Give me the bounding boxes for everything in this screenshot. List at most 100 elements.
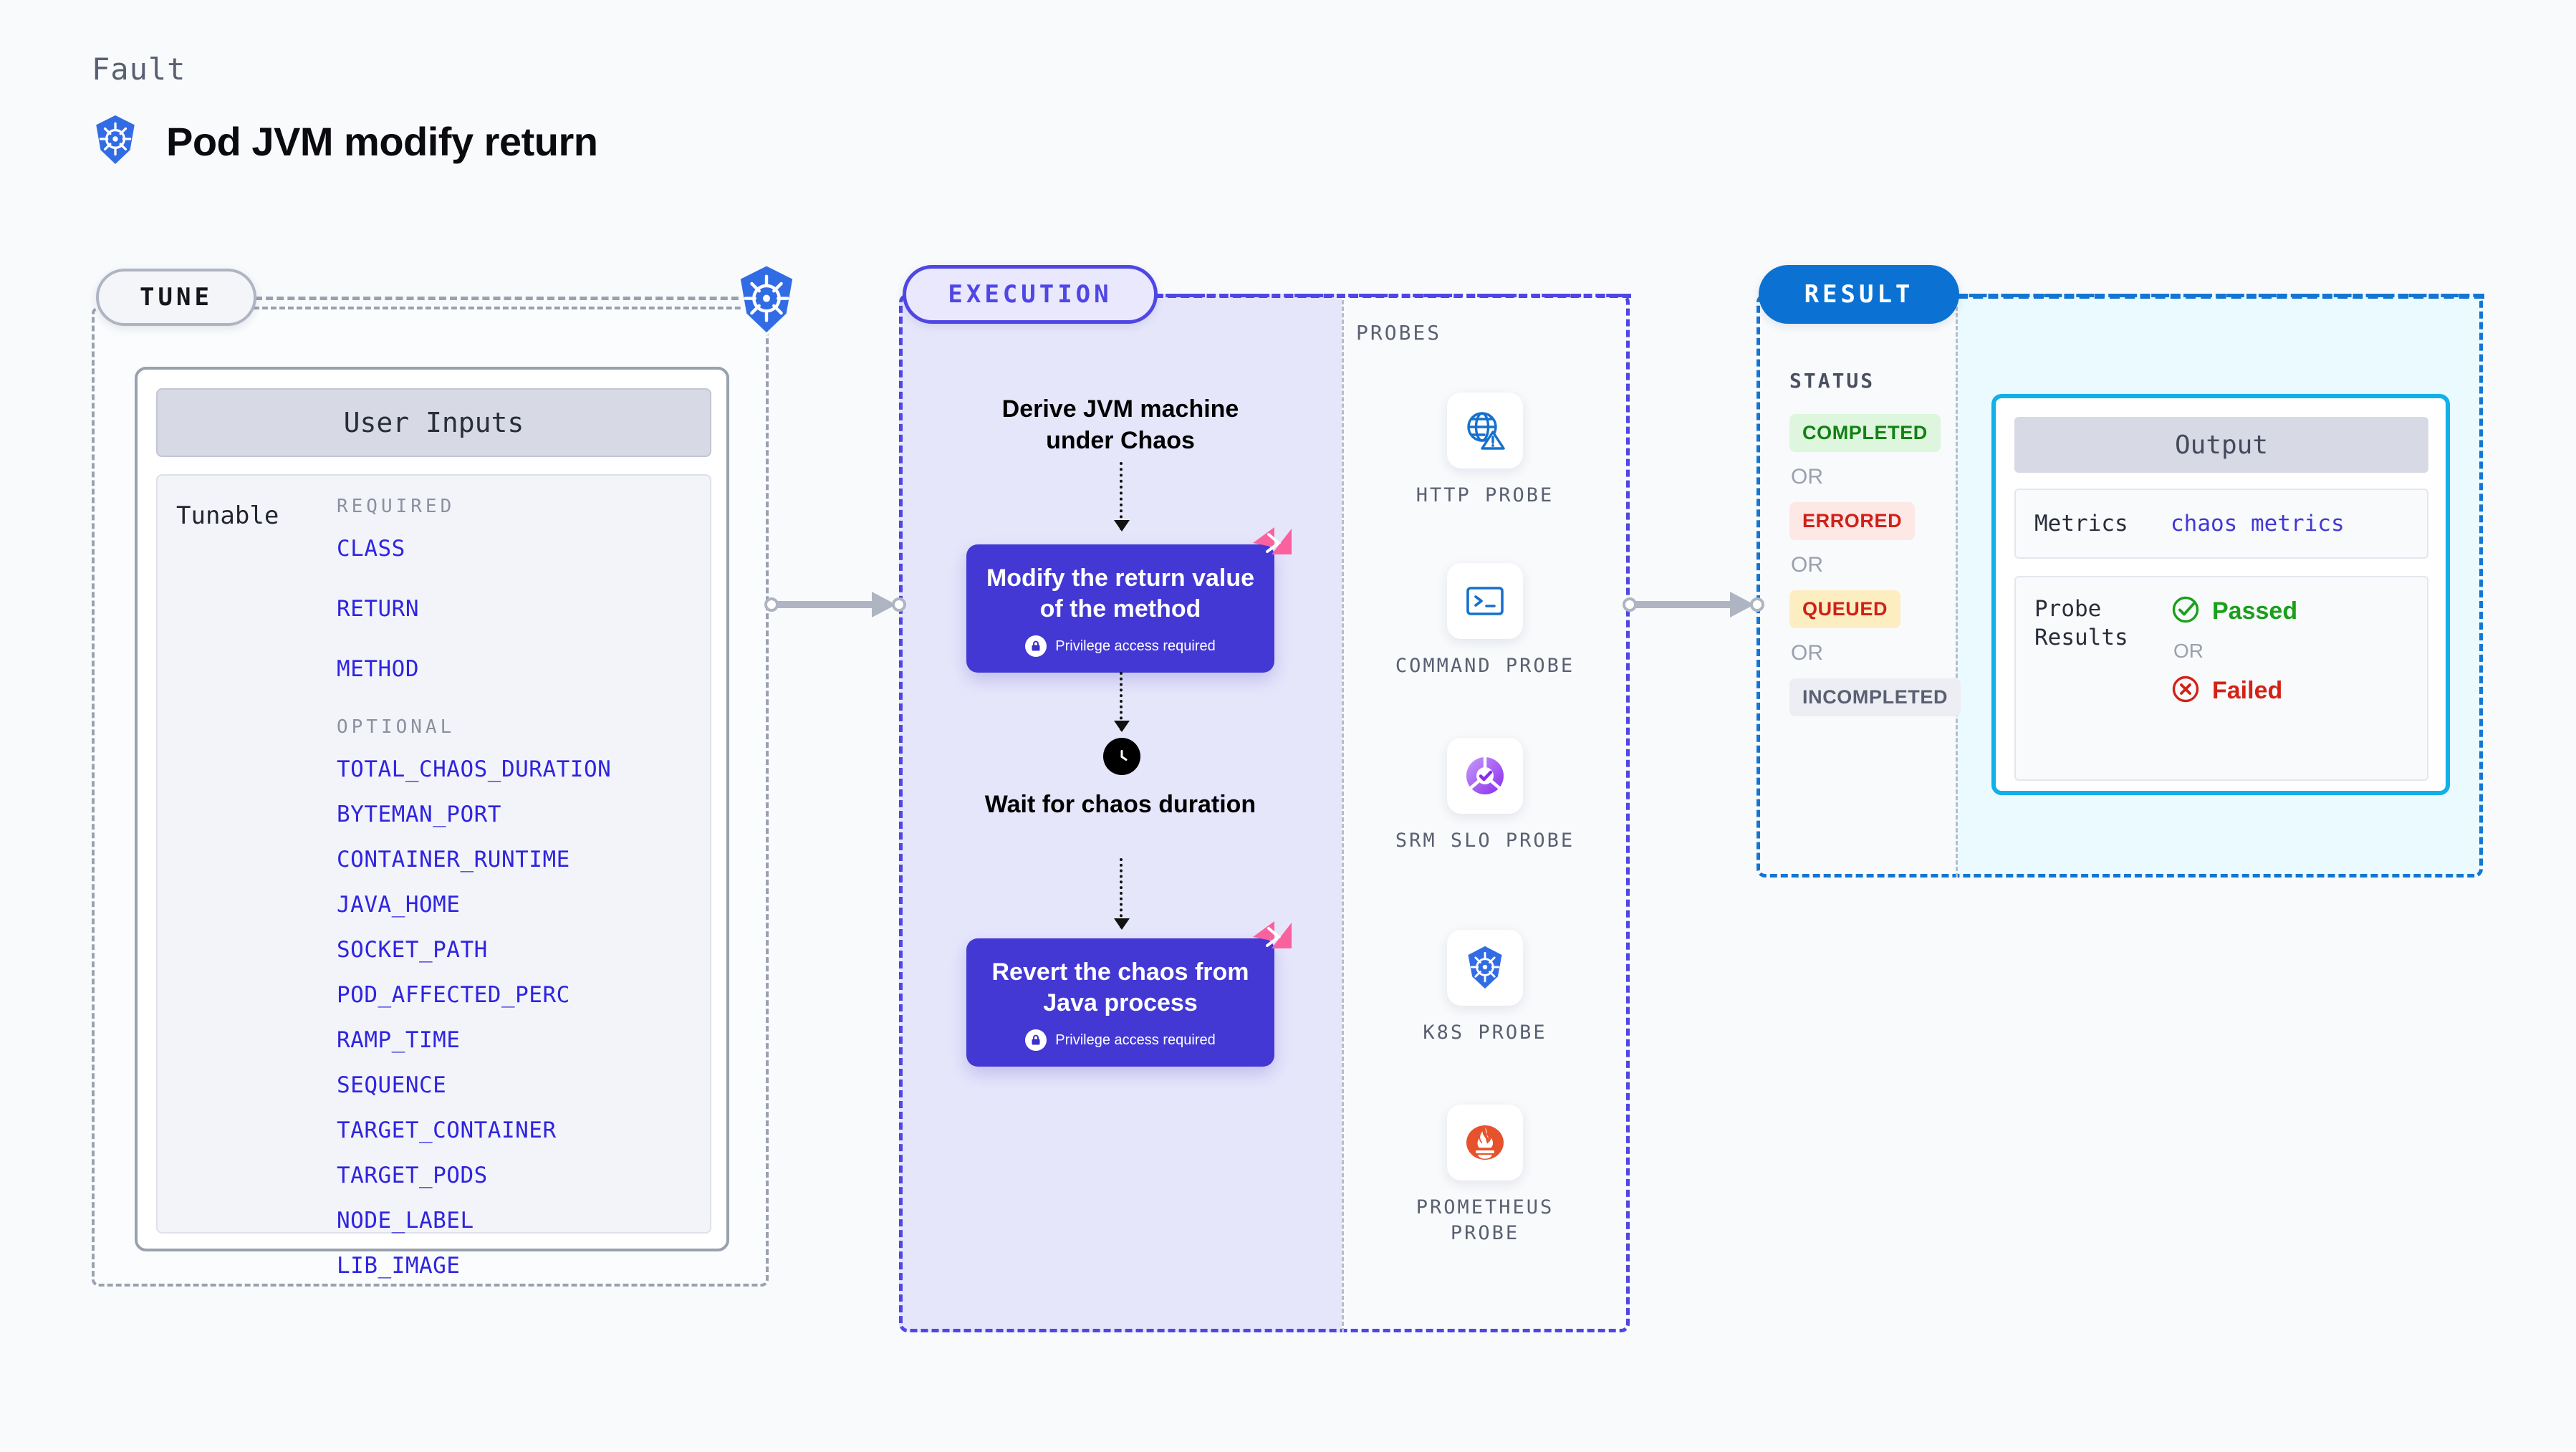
privilege-text-2: Privilege access required [1055,1032,1216,1048]
probe-result-or: OR [2173,640,2203,662]
tune-to-execution-connector [764,592,906,617]
lock-icon [1025,1029,1047,1051]
param-java-home[interactable]: JAVA_HOME [337,892,461,918]
probes-divider [1342,294,1344,1332]
output-metrics-value[interactable]: chaos metrics [2171,511,2345,537]
litmus-badge-icon [1250,526,1294,567]
output-metrics-row: Metrics chaos metrics [2014,489,2428,559]
probe-http[interactable]: HTTP PROBE [1378,393,1592,509]
param-sequence[interactable]: SEQUENCE [337,1072,447,1098]
param-lib-image[interactable]: LIB_IMAGE [337,1253,461,1279]
tunable-label: Tunable [176,501,279,530]
privilege-text-1: Privilege access required [1055,638,1216,654]
probe-result-failed: Failed [2171,674,2297,708]
slo-gauge-icon [1447,738,1523,814]
result-lead-line [1958,294,2484,299]
required-group-label: REQUIRED [337,496,456,517]
status-badge-errored: ERRORED [1789,502,1916,540]
page-title-text: Pod JVM modify return [166,119,598,164]
param-node-label[interactable]: NODE_LABEL [337,1208,474,1234]
probe-result-values: Passed OR Failed [2171,595,2297,762]
probe-k8s-label: K8S PROBE [1423,1021,1547,1044]
wait-chaos-label: Wait for chaos duration [984,791,1256,818]
kubernetes-icon [1447,930,1523,1006]
clock-icon [1103,738,1140,775]
probe-prometheus[interactable]: PROMETHEUS PROBE [1378,1105,1592,1247]
globe-warning-icon [1447,393,1523,468]
x-circle-icon [2171,674,2201,708]
optional-group-label: OPTIONAL [337,716,456,738]
probe-srm-slo[interactable]: SRM SLO PROBE [1378,738,1592,854]
revert-chaos-node[interactable]: Revert the chaos from Java process Privi… [966,921,1292,1067]
tune-lead-line [255,297,749,300]
param-ramp-time[interactable]: RAMP_TIME [337,1027,461,1053]
probe-prometheus-label: PROMETHEUS PROBE [1416,1196,1554,1245]
output-probe-results-key: Probe Results [2034,596,2128,651]
connector-dot-right [892,597,906,612]
prometheus-icon [1447,1105,1523,1181]
param-total-chaos-duration[interactable]: TOTAL_CHAOS_DURATION [337,756,612,782]
output-card: Output Metrics chaos metrics Probe Resul… [1991,394,2450,795]
status-badge-completed: COMPLETED [1789,414,1941,452]
kubernetes-icon [732,263,801,337]
probe-command-label: COMMAND PROBE [1395,655,1575,677]
result-section-pill[interactable]: RESULT [1759,265,1959,324]
output-metrics-key: Metrics [2034,510,2128,537]
page-title: Pod JVM modify return [92,115,598,168]
status-or-3: OR [1791,641,1823,665]
flow-connector-2 [1114,672,1130,732]
flow-connector-3 [1114,858,1130,930]
execution-section-pill[interactable]: EXECUTION [903,265,1158,324]
litmus-badge-icon [1250,920,1294,961]
connector-dot-left [764,597,779,612]
probe-srm-slo-label: SRM SLO PROBE [1395,830,1575,852]
param-return[interactable]: RETURN [337,596,419,622]
status-or-2: OR [1791,553,1823,577]
lock-icon [1025,635,1047,657]
param-socket-path[interactable]: SOCKET_PATH [337,937,488,963]
tunable-body: Tunable REQUIRED CLASS RETURN METHOD OPT… [156,474,711,1279]
terminal-icon [1447,563,1523,639]
revert-chaos-node-title: Revert the chaos from Java process [991,958,1249,1016]
execution-to-result-connector [1623,592,1764,617]
fault-kicker: Fault [92,52,186,87]
flow-connector-1 [1114,462,1130,532]
param-class[interactable]: CLASS [337,536,405,562]
probe-result-passed: Passed [2171,595,2297,628]
output-title: Output [2014,417,2428,473]
check-circle-icon [2171,595,2201,628]
status-section-label: STATUS [1789,369,1875,393]
modify-return-node-title: Modify the return value of the method [986,564,1255,622]
revert-chaos-node-privilege: Privilege access required [981,1029,1260,1051]
execution-lead-line [1155,294,1631,298]
status-badge-queued: QUEUED [1789,590,1901,628]
param-target-pods[interactable]: TARGET_PODS [337,1163,488,1188]
modify-return-node[interactable]: Modify the return value of the method Pr… [966,527,1292,673]
param-method[interactable]: METHOD [337,656,419,682]
derive-jvm-step-label: Derive JVM machine under Chaos [1001,395,1239,454]
param-container-runtime[interactable]: CONTAINER_RUNTIME [337,847,570,872]
status-list: COMPLETED OR ERRORED OR QUEUED OR INCOMP… [1789,414,1961,716]
execution-flow: Derive JVM machine under Chaos Modify th… [899,294,1342,1332]
param-byteman-port[interactable]: BYTEMAN_PORT [337,802,501,827]
kubernetes-icon [92,115,139,168]
output-probe-results-row: Probe Results Passed OR [2014,576,2428,781]
status-badge-incompleted: INCOMPLETED [1789,678,1961,716]
param-pod-affected-perc[interactable]: POD_AFFECTED_PERC [337,982,570,1008]
result-divider [1956,294,1958,878]
probe-passed-label: Passed [2212,597,2298,625]
parameter-column: REQUIRED CLASS RETURN METHOD OPTIONAL TO… [337,496,702,1298]
connector-dot-left [1623,597,1637,612]
probe-http-label: HTTP PROBE [1416,484,1554,506]
probe-failed-label: Failed [2212,677,2283,704]
user-inputs-card: User Inputs Tunable REQUIRED CLASS RETUR… [135,367,729,1279]
tune-section-pill[interactable]: TUNE [96,269,256,326]
probes-section-label: PROBES [1356,321,1442,345]
probe-command[interactable]: COMMAND PROBE [1378,563,1592,679]
connector-dot-right [1750,597,1764,612]
status-or-1: OR [1791,465,1823,489]
probe-k8s[interactable]: K8S PROBE [1378,930,1592,1046]
user-inputs-title: User Inputs [156,388,711,457]
param-target-container[interactable]: TARGET_CONTAINER [337,1117,557,1143]
